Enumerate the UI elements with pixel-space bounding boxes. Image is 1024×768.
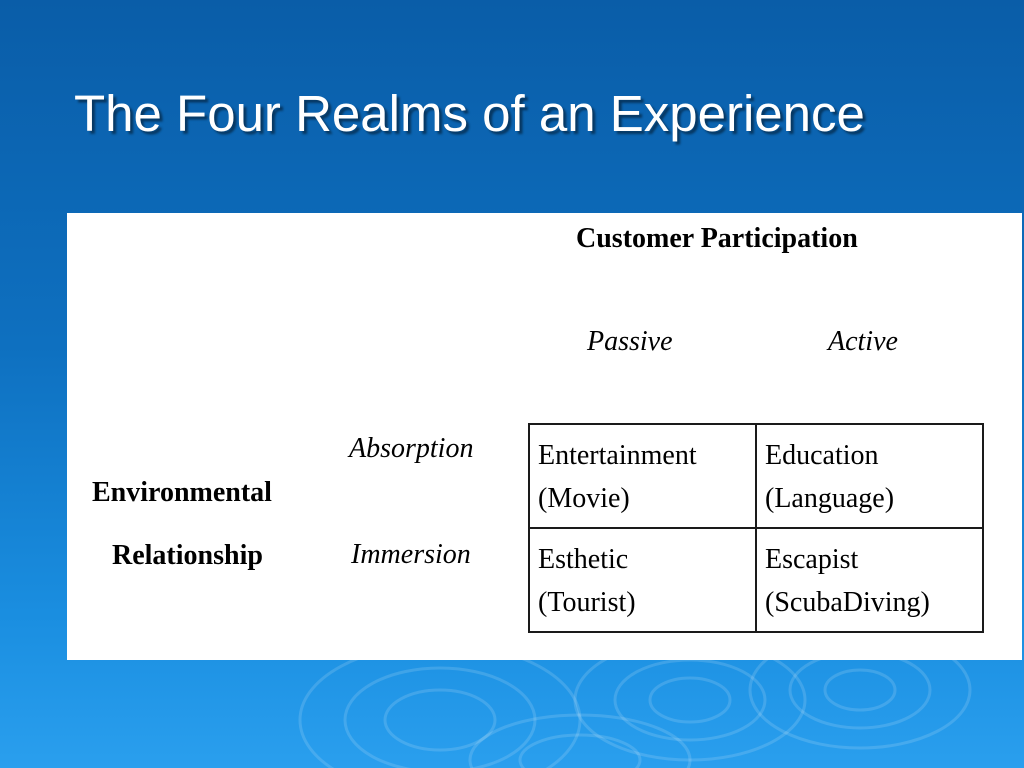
cell-entertainment: Entertainment (Movie) bbox=[528, 423, 757, 529]
customer-participation-header: Customer Participation bbox=[576, 223, 858, 254]
row-label-immersion: Immersion bbox=[351, 539, 471, 570]
matrix-row-immersion: Esthetic (Tourist) Escapist (ScubaDiving… bbox=[528, 527, 984, 633]
cell-realm-name: Entertainment bbox=[538, 440, 697, 471]
cell-realm-name: Esthetic bbox=[538, 544, 629, 575]
cell-realm-example: (ScubaDiving) bbox=[765, 587, 930, 618]
cell-realm-example: (Tourist) bbox=[538, 587, 636, 618]
matrix-row-absorption: Entertainment (Movie) Education (Languag… bbox=[528, 423, 984, 529]
row-header-relationship: Relationship bbox=[112, 540, 263, 571]
cell-realm-name: Escapist bbox=[765, 544, 859, 575]
content-panel: Customer Participation Passive Active En… bbox=[67, 213, 1022, 660]
row-header-environmental: Environmental bbox=[92, 477, 272, 508]
cell-realm-name: Education bbox=[765, 440, 879, 471]
column-label-passive: Passive bbox=[587, 326, 673, 357]
row-label-absorption: Absorption bbox=[349, 433, 474, 464]
cell-education: Education (Language) bbox=[755, 423, 984, 529]
realms-matrix: Entertainment (Movie) Education (Languag… bbox=[528, 423, 984, 633]
cell-escapist: Escapist (ScubaDiving) bbox=[755, 527, 984, 633]
cell-realm-example: (Movie) bbox=[538, 483, 630, 514]
slide-title: The Four Realms of an Experience bbox=[74, 85, 865, 142]
cell-realm-example: (Language) bbox=[765, 483, 895, 514]
cell-esthetic: Esthetic (Tourist) bbox=[528, 527, 757, 633]
column-label-active: Active bbox=[828, 326, 898, 357]
